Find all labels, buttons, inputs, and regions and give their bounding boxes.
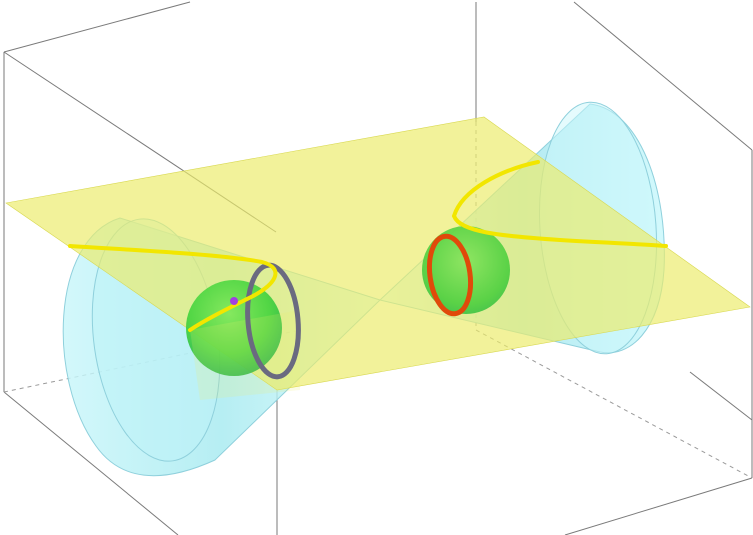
focus-point xyxy=(230,297,238,305)
bounding-box xyxy=(3,1,753,535)
box-edge xyxy=(3,1,191,53)
right-tangency-circle xyxy=(426,233,474,317)
hyperbola-left-branch xyxy=(68,244,278,332)
left-dandelin-sphere xyxy=(186,280,282,376)
hidden-edge xyxy=(3,329,301,393)
box-edge xyxy=(564,477,753,535)
box-edge xyxy=(573,1,753,151)
hyperbola-right-branch xyxy=(451,160,668,248)
right-dandelin-sphere xyxy=(422,226,510,314)
box-edge xyxy=(689,371,753,421)
box-edge xyxy=(3,391,179,535)
